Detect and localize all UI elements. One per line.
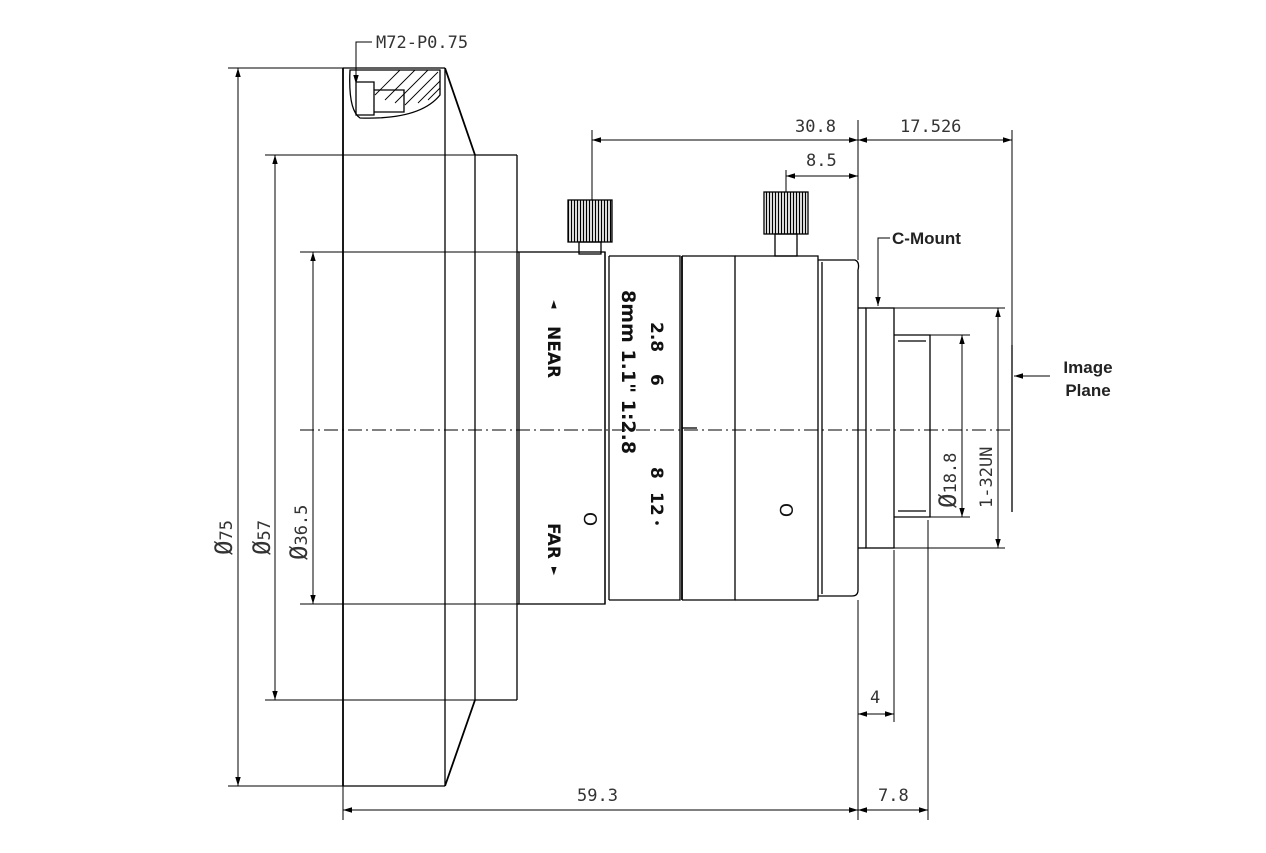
dim-30-8: 30.8 xyxy=(591,117,859,260)
lens-model-label: 8mm 1.1" 1:2.8 xyxy=(617,290,639,454)
image-plane-label-1: Image xyxy=(1063,358,1112,377)
svg-text:◄: ◄ xyxy=(548,300,561,309)
scale-6: 6 xyxy=(646,374,666,386)
dim-d75-label: Ø75 xyxy=(210,520,238,555)
thread-callout-label: M72-P0.75 xyxy=(376,33,468,53)
scale-dot xyxy=(655,521,659,525)
iris-barrel xyxy=(604,252,860,604)
dim-d75: Ø75 xyxy=(210,67,343,787)
front-barrel xyxy=(475,154,518,701)
cmount-callout: C-Mount xyxy=(875,229,961,306)
dim-8-5: 8.5 xyxy=(785,151,858,192)
dim-d18-8-label: Ø18.8 xyxy=(934,453,962,508)
svg-text:►: ► xyxy=(548,567,561,576)
dim-59-3-label: 59.3 xyxy=(577,786,618,806)
dim-thread-un-label: 1-32UN xyxy=(977,447,997,508)
scale-2-8: 2.8 xyxy=(646,322,666,352)
dim-4-label: 4 xyxy=(870,688,880,708)
dim-d36-5-label: Ø36.5 xyxy=(285,505,313,560)
dim-59-3: 59.3 xyxy=(342,600,859,820)
thread-callout: M72-P0.75 xyxy=(353,33,468,84)
dim-7-8-label: 7.8 xyxy=(878,786,909,806)
iris-ring-markings: 8mm 1.1" 1:2.8 2.8 6 8 12 O xyxy=(617,290,796,525)
dim-7-8: 7.8 xyxy=(858,520,929,820)
c-mount xyxy=(858,307,931,549)
cmount-label: C-Mount xyxy=(892,229,961,248)
dim-d36-5: Ø36.5 xyxy=(285,251,519,605)
near-label: NEAR xyxy=(543,326,563,378)
focus-ring-markings: ◄ NEAR FAR ► O xyxy=(543,300,600,576)
focus-lock-screw xyxy=(567,199,613,255)
dim-thread-un: 1-32UN xyxy=(894,307,1005,549)
dim-d57-label: Ø57 xyxy=(248,520,276,555)
image-plane-label-2: Plane xyxy=(1065,381,1110,400)
dim-17-526-label: 17.526 xyxy=(900,117,961,137)
iris-circle-mark: O xyxy=(775,503,796,517)
dim-d18-8: Ø18.8 xyxy=(930,334,970,518)
focus-circle-mark: O xyxy=(579,512,600,526)
front-flange xyxy=(342,67,476,787)
far-label: FAR xyxy=(543,523,563,559)
dim-30-8-label: 30.8 xyxy=(795,117,836,137)
scale-8: 8 xyxy=(646,467,666,479)
iris-lock-screw xyxy=(763,191,809,257)
dim-4: 4 xyxy=(858,550,895,722)
dim-17-526: 17.526 xyxy=(858,117,1013,345)
scale-12: 12 xyxy=(646,492,666,516)
dim-8-5-label: 8.5 xyxy=(806,151,837,171)
dim-d57: Ø57 xyxy=(248,154,475,701)
image-plane-callout: Image Plane xyxy=(1014,358,1113,400)
